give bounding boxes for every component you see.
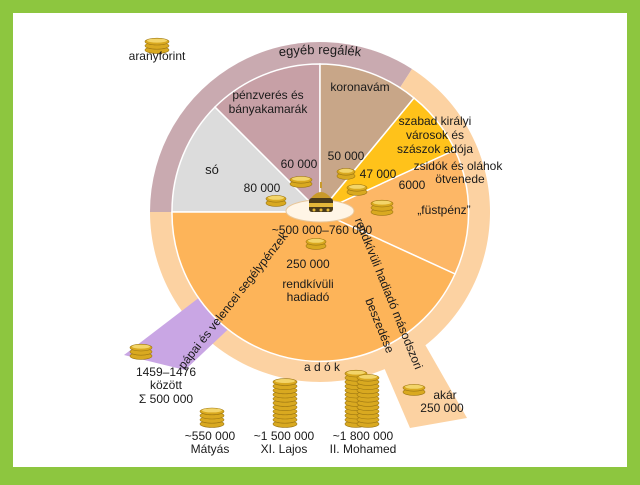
szabad-kiralyi-line2: városok és	[406, 128, 464, 142]
coin-stack-rendkivuli	[305, 238, 327, 250]
legend-label: aranyforint	[129, 49, 186, 63]
zsidok-label-line2: ötvenede	[435, 172, 485, 186]
sector-so	[171, 105, 322, 213]
rendkivuli-value: 250 000	[286, 257, 330, 271]
penzveres-value: 60 000	[281, 157, 318, 171]
papai-value-line1: 1459–1476	[136, 365, 196, 379]
adok-label: a d ó k	[304, 360, 341, 374]
szabad-kiralyi-line3: szászok adója	[397, 142, 473, 156]
rendkivuli-label-line1: rendkívüli	[282, 277, 333, 291]
matyas-value: ~550 000	[185, 429, 236, 443]
sector-rendkivuli-hadiado	[171, 211, 456, 363]
penzveres-label-line2: bányakamarák	[229, 102, 309, 116]
coin-stack-lajos	[272, 378, 298, 428]
papai-value-line3: Σ 500 000	[139, 392, 193, 406]
lajos-name: XI. Lajos	[261, 442, 308, 456]
coin-stack-mohamed-right	[356, 374, 380, 428]
coin-stack-szabad-kiralyi	[346, 184, 368, 196]
szabad-kiralyi-value: 47 000	[360, 167, 397, 181]
fustpenz-label: „füstpénz”	[417, 203, 470, 217]
mohamed-value: ~1 800 000	[333, 429, 394, 443]
papai-value-line2: között	[150, 378, 183, 392]
coin-stack-koronavam	[336, 168, 356, 180]
matyas-name: Mátyás	[191, 442, 230, 456]
holy-crown-icon	[309, 182, 333, 212]
so-value: 80 000	[244, 181, 281, 195]
sector-penzveres	[213, 63, 321, 214]
akar-line1: akár	[433, 388, 456, 402]
coin-stack-penzveres	[289, 176, 313, 188]
coin-stacks	[129, 37, 426, 428]
so-label: só	[205, 162, 219, 177]
penzveres-label-line1: pénzverés és	[232, 88, 303, 102]
sector-fustpenz	[318, 149, 470, 275]
coin-stack-fustpenz	[370, 199, 394, 216]
legend-coin-stack	[144, 37, 170, 54]
coin-stack-matyas	[199, 407, 225, 428]
coin-stack-so	[265, 195, 287, 207]
zsidok-label-line1: zsidók és oláhok	[414, 159, 504, 173]
coin-stack-akar	[402, 384, 426, 396]
szabad-kiralyi-line1: szabad királyi	[399, 114, 472, 128]
lajos-value: ~1 500 000	[254, 429, 315, 443]
coin-stack-papai	[129, 343, 153, 360]
rendkivuli-label-line2: hadiadó	[287, 290, 330, 304]
egyeb-regalek-label: egyéb regálék	[278, 42, 363, 59]
akar-line2: 250 000	[420, 401, 464, 415]
mohamed-name: II. Mohamed	[330, 442, 397, 456]
koronavam-label: koronavám	[330, 80, 389, 94]
zsidok-value: 6000	[399, 178, 426, 192]
center-value: ~500 000–760 000	[272, 223, 373, 237]
koronavam-value: 50 000	[328, 149, 365, 163]
